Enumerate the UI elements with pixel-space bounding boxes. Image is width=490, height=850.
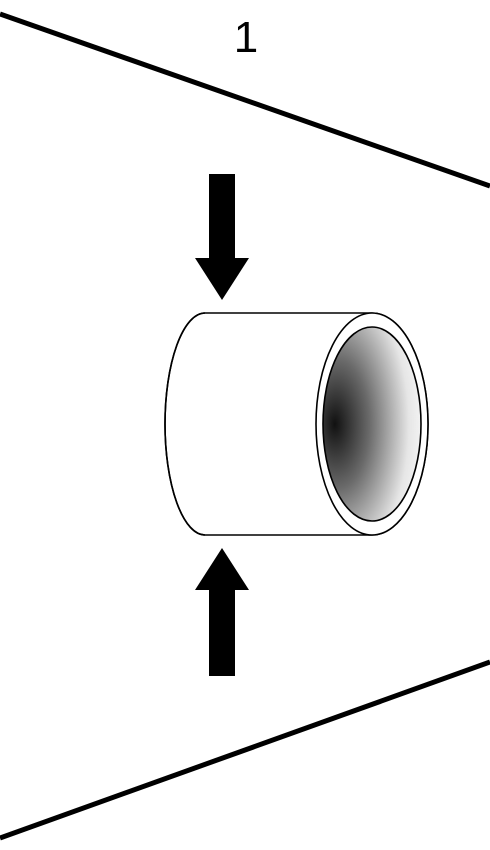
step-number: 1: [234, 13, 258, 62]
guide-line-top: [0, 11, 490, 189]
guide-line-bottom: [0, 659, 490, 841]
arrow-down-icon: [195, 174, 249, 300]
arrow-up-icon: [195, 548, 249, 676]
bushing-icon: [164, 312, 429, 536]
